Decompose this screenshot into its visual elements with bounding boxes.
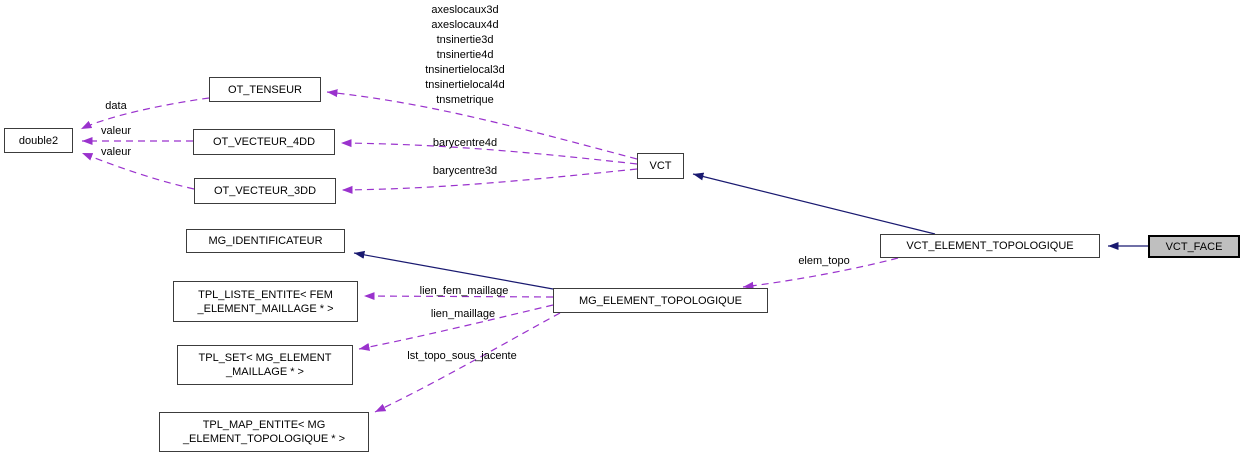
edge-vct-tenseur (326, 89, 638, 160)
node-tpl-liste-entite[interactable]: TPL_LISTE_ENTITE< FEM _ELEMENT_MAILLAGE … (173, 281, 358, 322)
edge-barycentre4d (340, 139, 638, 165)
edge-data (80, 97, 210, 130)
node-double2[interactable]: double2 (4, 128, 73, 153)
node-mg-element-topologique[interactable]: MG_ELEMENT_TOPOLOGIQUE (553, 288, 768, 313)
node-vct-element-topologique[interactable]: VCT_ELEMENT_TOPOLOGIQUE (880, 234, 1100, 258)
edge-barycentre3d (341, 168, 638, 194)
edge-label-elem-topo: elem_topo (798, 255, 850, 267)
node-tpl-map-entite[interactable]: TPL_MAP_ENTITE< MG _ELEMENT_TOPOLOGIQUE … (159, 412, 369, 452)
node-ot-vecteur-3dd[interactable]: OT_VECTEUR_3DD (194, 178, 336, 204)
node-ot-vecteur-4dd[interactable]: OT_VECTEUR_4DD (193, 129, 335, 155)
edge-label-lien-fem-maillage: lien_fem_maillage (419, 285, 509, 297)
edge-label-barycentre4d: barycentre4d (432, 137, 498, 149)
edge-label-data: data (105, 100, 127, 112)
edge-label-lien-maillage: lien_maillage (430, 308, 496, 320)
edge-lien-fem-maillage (363, 292, 554, 301)
edge-lst-topo-sous-jacente (374, 312, 561, 413)
edge-label-barycentre3d: barycentre3d (432, 165, 498, 177)
node-tpl-set[interactable]: TPL_SET< MG_ELEMENT _MAILLAGE * > (177, 345, 353, 385)
edge-vctelem-to-vct (692, 172, 936, 235)
node-ot-tenseur[interactable]: OT_TENSEUR (209, 77, 321, 102)
edge-elem-topo (742, 257, 899, 290)
edge-lien-maillage (358, 304, 554, 351)
edge-label-vct-tenseur-fields: axeslocaux3d axeslocaux4d tnsinertie3d t… (425, 4, 505, 106)
edge-mgelem-to-identificateur (353, 250, 554, 290)
node-vct-face: VCT_FACE (1148, 235, 1240, 258)
edge-label-valeur-3dd: valeur (101, 146, 131, 158)
edge-valeur-3dd (81, 152, 195, 190)
edge-label-lst-topo-sous-jacente: lst_topo_sous_jacente (407, 350, 517, 362)
node-mg-identificateur[interactable]: MG_IDENTIFICATEUR (186, 229, 345, 253)
edge-label-valeur-4dd: valeur (101, 125, 131, 137)
node-vct[interactable]: VCT (637, 153, 684, 179)
